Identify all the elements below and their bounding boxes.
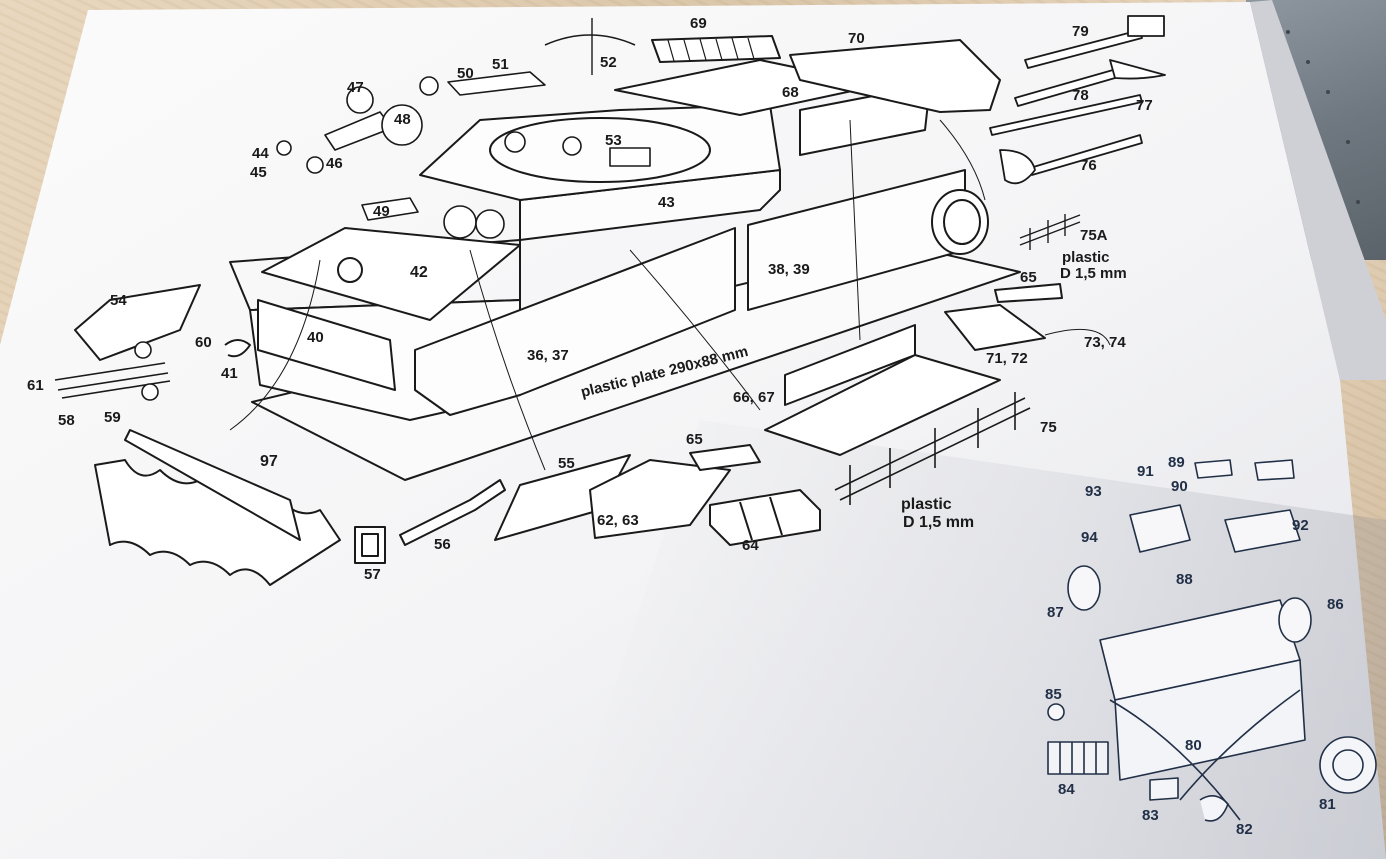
label-part-48: 48 xyxy=(394,111,411,128)
label-part-60: 60 xyxy=(195,334,212,351)
label-part-97: 97 xyxy=(260,453,278,470)
label-part-87: 87 xyxy=(1047,604,1064,621)
label-part-43: 43 xyxy=(658,194,675,211)
small-fittings xyxy=(276,71,651,239)
label-part-38-39: 38, 39 xyxy=(768,261,810,278)
label-part-85: 85 xyxy=(1045,686,1062,703)
assembly-lines xyxy=(229,119,1111,471)
label-part-71-72: 71, 72 xyxy=(986,350,1028,367)
part-49-hatch xyxy=(361,197,419,221)
superstructure-side xyxy=(519,169,781,241)
label-plastic-rod-lower: plastic xyxy=(901,496,952,513)
part-36-37-side-plate xyxy=(414,227,736,416)
part-55-fender xyxy=(494,454,631,541)
sub-assembly-frame xyxy=(1047,459,1377,822)
label-part-64: 64 xyxy=(742,537,759,554)
label-part-86: 86 xyxy=(1327,596,1344,613)
label-part-77: 77 xyxy=(1136,97,1153,114)
paper-edge-shadow xyxy=(1250,0,1386,380)
part-42-hatch-plate xyxy=(261,227,521,321)
label-part-47: 47 xyxy=(347,79,364,96)
label-part-36-37: 36, 37 xyxy=(527,347,569,364)
part-97-track-guard xyxy=(94,459,341,586)
label-part-75: 75 xyxy=(1040,419,1057,436)
label-part-91: 91 xyxy=(1137,463,1154,480)
label-part-52: 52 xyxy=(600,54,617,71)
part-75-rail xyxy=(834,392,1031,505)
label-part-53: 53 xyxy=(605,132,622,149)
label-part-45: 45 xyxy=(250,164,267,181)
label-part-79: 79 xyxy=(1072,23,1089,40)
label-part-76: 76 xyxy=(1080,157,1097,174)
part-69-grille xyxy=(651,35,781,63)
label-part-83: 83 xyxy=(1142,807,1159,824)
label-part-59: 59 xyxy=(104,409,121,426)
label-part-42: 42 xyxy=(410,264,428,281)
label-part-84: 84 xyxy=(1058,781,1075,798)
label-plastic-rod-lower-size: D 1,5 mm xyxy=(903,514,975,531)
label-part-94: 94 xyxy=(1081,529,1098,546)
hull-drawing xyxy=(54,15,1377,822)
label-part-44: 44 xyxy=(252,145,269,162)
part-62-63-plate xyxy=(589,459,731,539)
label-part-88: 88 xyxy=(1176,571,1193,588)
label-plastic-rod-upper-size: D 1,5 mm xyxy=(1060,265,1127,282)
part-40-rear-plate xyxy=(257,299,396,391)
part-75a-bracket xyxy=(1019,214,1081,250)
part-71-72-mudflap xyxy=(944,304,1046,351)
label-part-50: 50 xyxy=(457,65,474,82)
label-part-93: 93 xyxy=(1085,483,1102,500)
label-part-66-67: 66, 67 xyxy=(733,389,775,406)
part-57-plate xyxy=(354,526,386,564)
label-part-65-hinge: 65 xyxy=(686,431,703,448)
label-part-58: 58 xyxy=(58,412,75,429)
part-64-toolbox xyxy=(709,489,821,546)
label-part-57: 57 xyxy=(364,566,381,583)
part-66-67-fender xyxy=(764,354,1001,456)
label-part-46: 46 xyxy=(326,155,343,172)
label-part-65-bracket: 65 xyxy=(1020,269,1037,286)
label-part-90: 90 xyxy=(1171,478,1188,495)
label-part-89: 89 xyxy=(1168,454,1185,471)
part-41-hook xyxy=(224,339,251,358)
label-part-78: 78 xyxy=(1072,87,1089,104)
pioneer-tools xyxy=(989,15,1166,185)
label-part-75a: 75A xyxy=(1080,227,1108,244)
label-part-49: 49 xyxy=(373,203,390,220)
label-part-41: 41 xyxy=(221,365,238,382)
label-part-92: 92 xyxy=(1292,517,1309,534)
label-part-51: 51 xyxy=(492,56,509,73)
label-part-55: 55 xyxy=(558,455,575,472)
part-65-hinge xyxy=(689,444,761,471)
label-part-82: 82 xyxy=(1236,821,1253,838)
label-part-81: 81 xyxy=(1319,796,1336,813)
label-part-40: 40 xyxy=(307,329,324,346)
parts-58-61-axles xyxy=(54,341,171,401)
label-plastic-rod-upper: plastic xyxy=(1062,249,1110,266)
label-part-69: 69 xyxy=(690,15,707,32)
label-part-54: 54 xyxy=(110,292,127,309)
part-70-armour-cover xyxy=(789,39,1001,113)
label-part-68: 68 xyxy=(782,84,799,101)
label-part-73-74: 73, 74 xyxy=(1084,334,1126,351)
label-part-62-63: 62, 63 xyxy=(597,512,639,529)
part-54-front-fender xyxy=(74,284,201,361)
turret-ring xyxy=(489,117,711,183)
label-part-56: 56 xyxy=(434,536,451,553)
part-65-bracket xyxy=(994,283,1063,303)
label-part-80: 80 xyxy=(1185,737,1202,754)
label-part-61: 61 xyxy=(27,377,44,394)
label-part-70: 70 xyxy=(848,30,865,47)
